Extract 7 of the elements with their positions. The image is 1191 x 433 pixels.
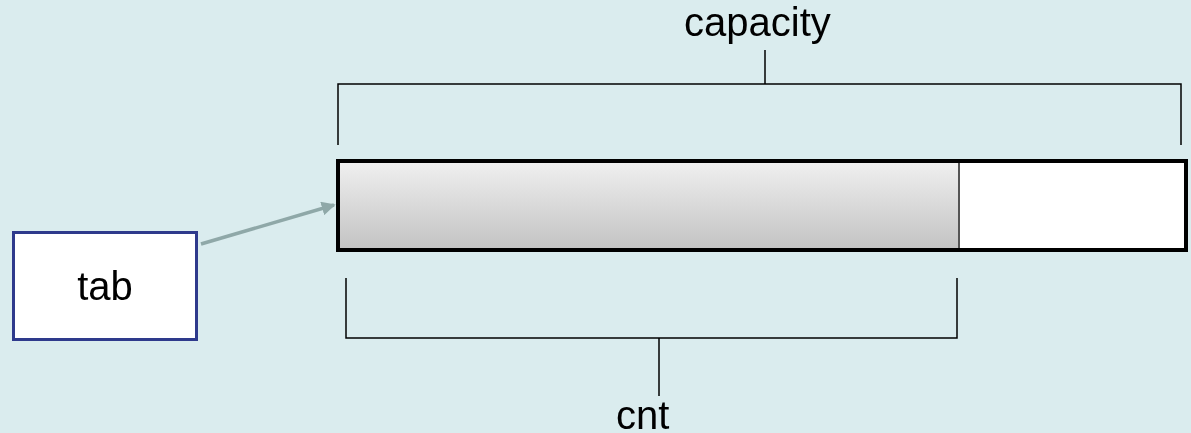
process-box	[12, 231, 198, 341]
arrow	[200, 201, 336, 246]
node-label: tab	[77, 266, 133, 306]
dimension-label: cnt	[616, 395, 670, 433]
array-bar	[336, 159, 1188, 252]
filled-segment	[340, 163, 960, 248]
dimension-label: capacity	[684, 2, 831, 42]
